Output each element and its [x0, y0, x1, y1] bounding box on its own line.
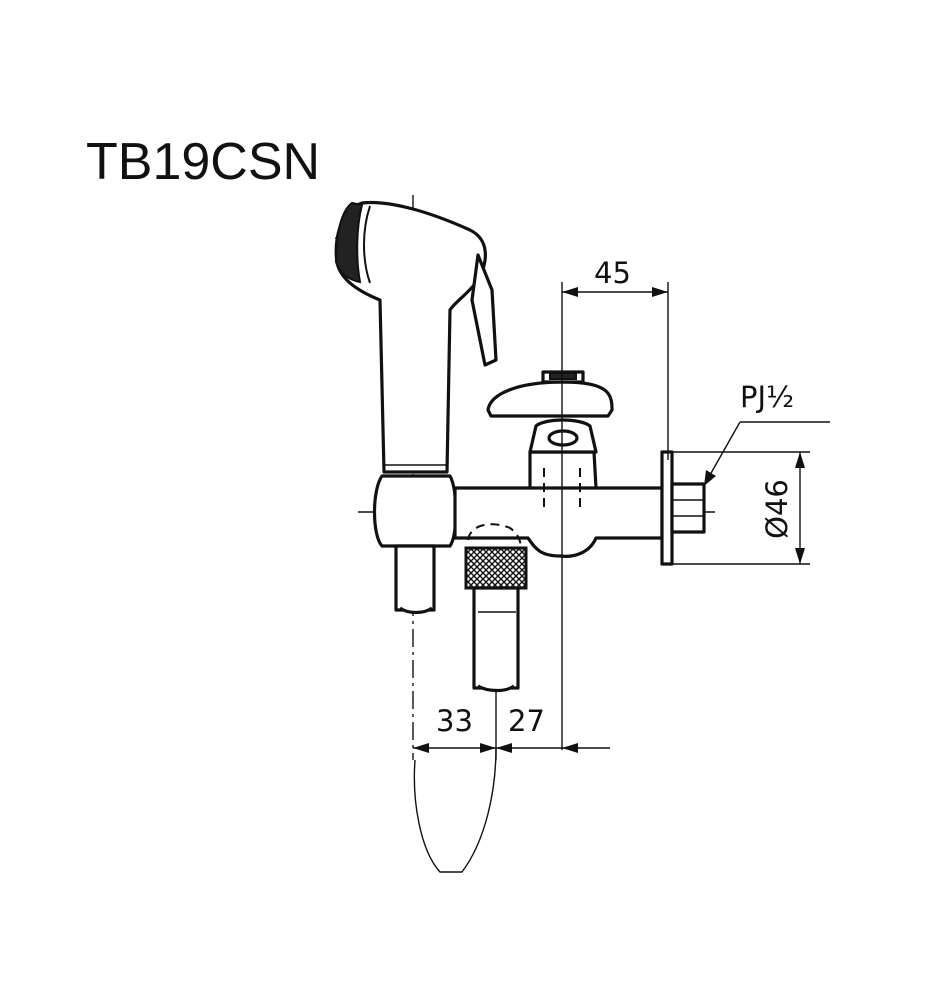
spray-ring	[363, 205, 371, 284]
dim-label-33: 33	[436, 704, 473, 738]
hose-fittings	[394, 544, 528, 693]
dim-label-diameter: Ø46	[760, 479, 794, 539]
wall-flange	[660, 450, 706, 566]
dimension-bottom	[413, 743, 610, 753]
dim-label-27: 27	[508, 704, 545, 738]
model-title: TB19CSN	[86, 133, 321, 191]
connection-leader	[704, 421, 830, 486]
dimension-diameter	[672, 451, 810, 565]
dimension-45	[561, 282, 669, 750]
valve-handle	[486, 370, 614, 454]
hand-spray	[334, 200, 498, 474]
dim-label-45: 45	[594, 256, 631, 290]
dim-label-pj: PJ½	[740, 380, 795, 414]
